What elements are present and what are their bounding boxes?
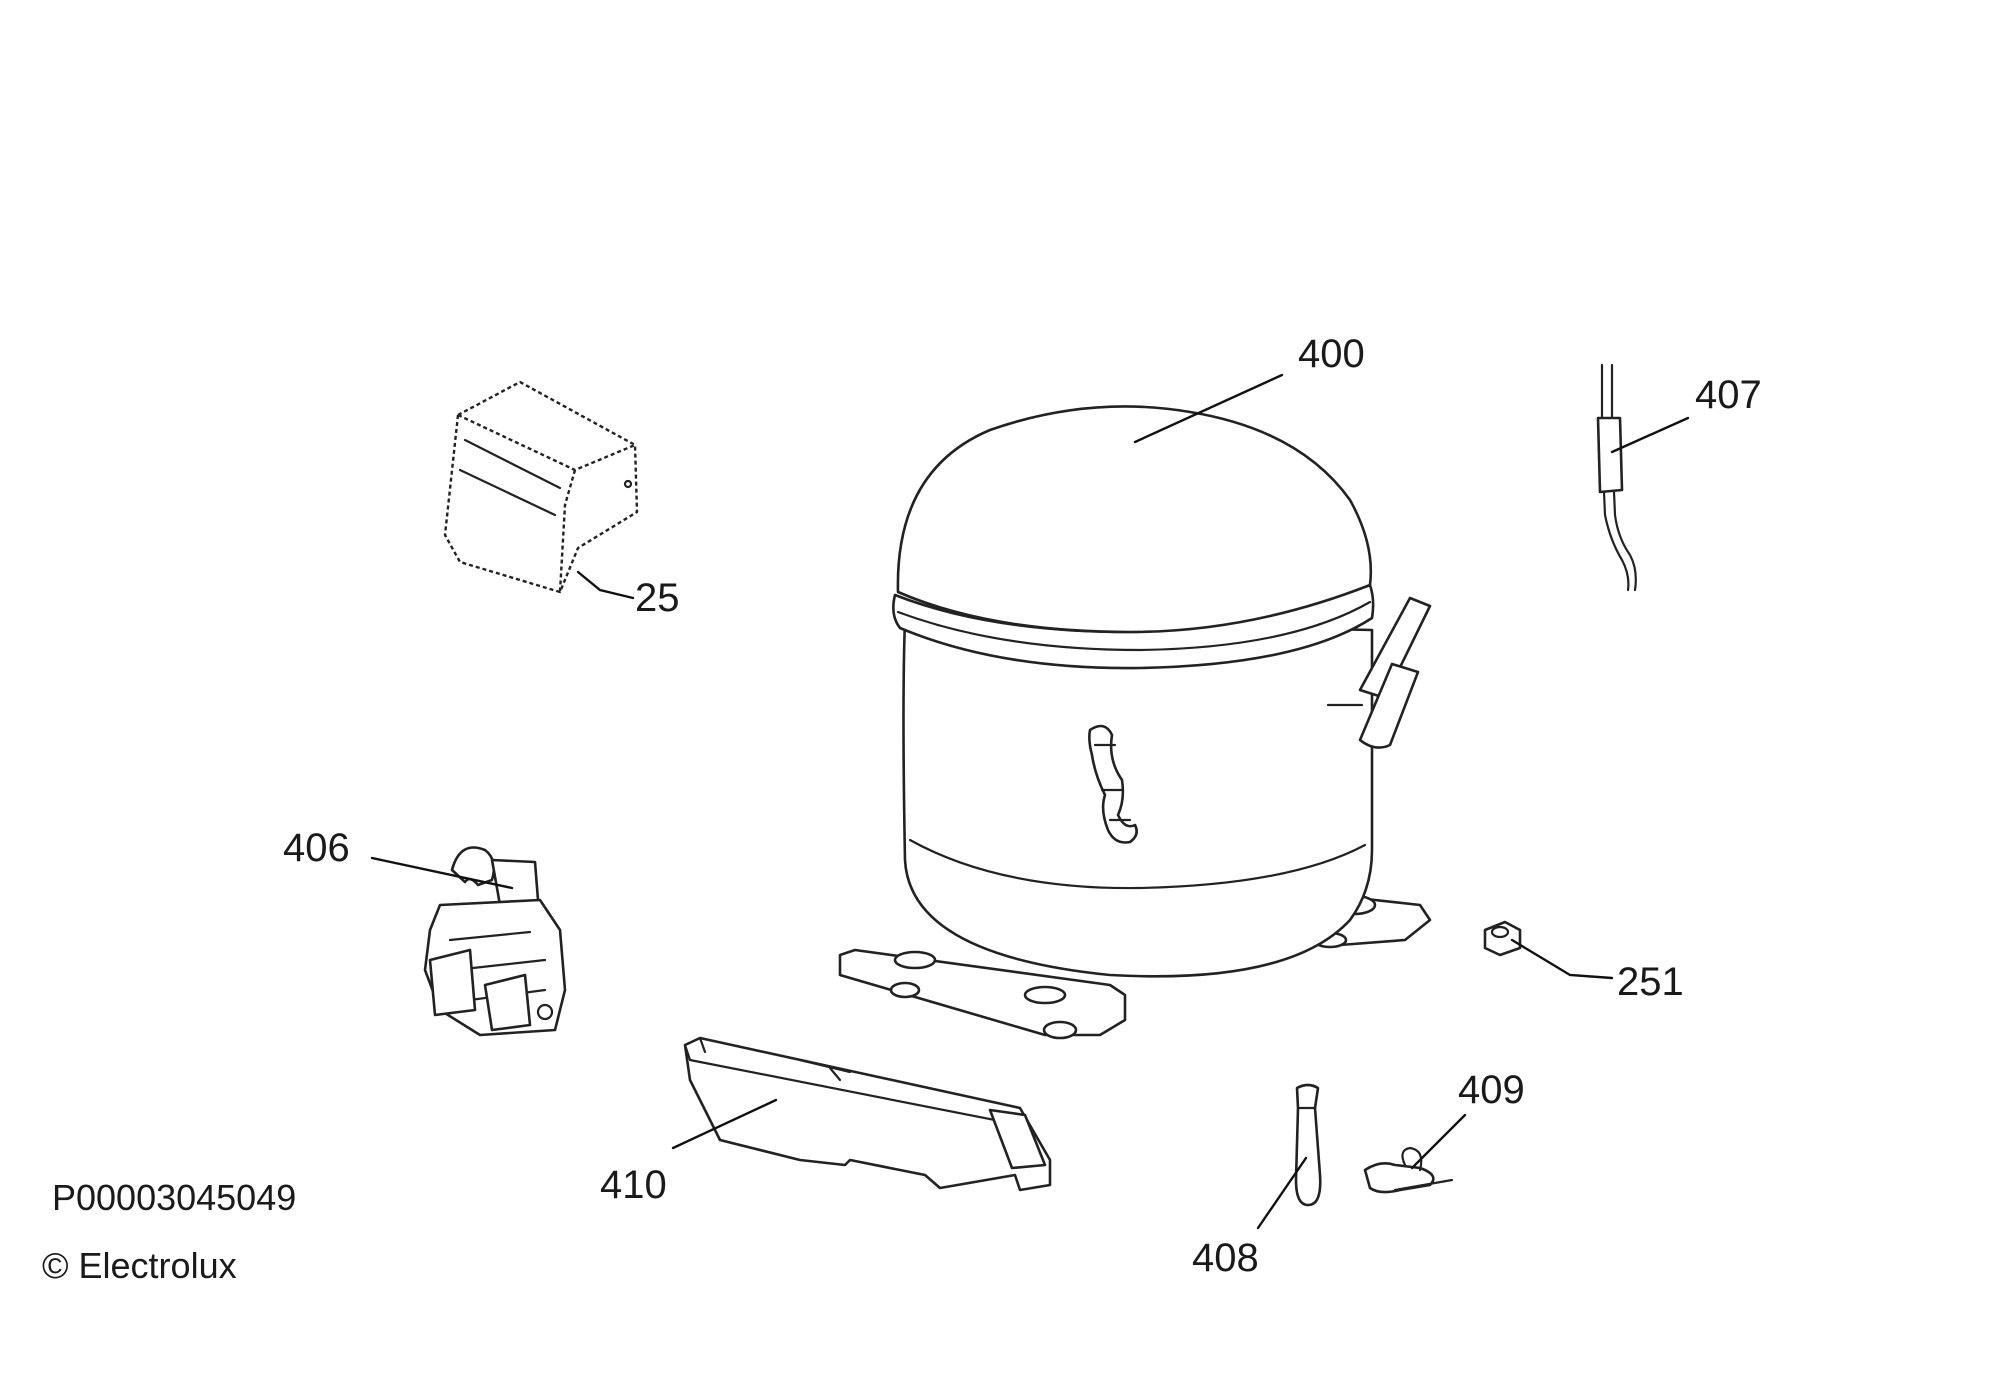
leader-408 [1256,1156,1308,1230]
part-406-relay [423,846,567,1037]
callout-406: 406 [283,826,350,870]
callout-400: 400 [1298,332,1365,376]
part-code: P00003045049 [52,1177,297,1218]
part-408-tube [1294,1083,1322,1207]
part-251-grommet [1483,920,1522,957]
callout-407: 407 [1695,373,1762,417]
leader-25 [576,570,635,600]
callout-410: 410 [600,1163,667,1207]
leader-lines [370,373,1690,1230]
leader-410 [671,1098,778,1150]
leader-409 [1410,1113,1467,1170]
callout-251: 251 [1617,960,1684,1004]
leader-407 [1610,416,1690,454]
callout-409: 409 [1458,1068,1525,1112]
part-400-compressor [838,405,1432,1040]
callout-408: 408 [1192,1236,1259,1280]
part-409-clip [1363,1146,1454,1194]
part-410-cover [683,1036,1052,1192]
leader-251 [1510,938,1614,980]
copyright: © Electrolux [42,1245,237,1286]
part-25-capacitor [443,380,639,594]
part-407-filter-drier [1596,363,1637,592]
callout-25: 25 [635,576,680,620]
leader-400 [1133,373,1284,444]
leader-406 [370,856,514,890]
